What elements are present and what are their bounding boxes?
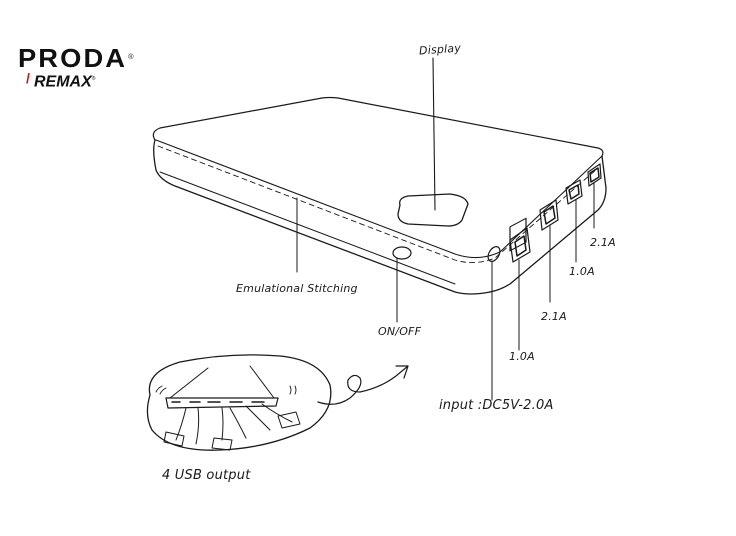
arrow-head-icon	[395, 365, 409, 379]
display-pointer	[432, 57, 436, 211]
logo-remax: /REMAX®	[26, 70, 96, 91]
usb-detail-device-top	[169, 365, 275, 399]
display-screen-icon	[397, 193, 469, 227]
power-bank-top-outline	[152, 96, 604, 157]
power-bank-bottom-right	[489, 155, 607, 293]
label-port-3: 1.0A	[569, 265, 595, 278]
power-bank-bottom-inner	[159, 171, 456, 285]
usb-detail-device-edge	[165, 397, 279, 409]
label-power: ON/OFF	[378, 325, 422, 338]
usb-detail-cables	[175, 403, 293, 445]
usb-detail-bubble	[146, 354, 332, 451]
usb-port-2-icon	[539, 199, 559, 231]
usb-detail-marks	[155, 385, 297, 395]
brand-logo: PRODA® /REMAX®	[18, 45, 138, 91]
label-port-4: 2.1A	[590, 236, 616, 249]
label-port-1: 1.0A	[509, 350, 535, 363]
usb-port-1-icon	[509, 227, 531, 263]
power-bank-left-edge	[153, 139, 491, 295]
label-input: input :DC5V-2.0A	[439, 398, 554, 413]
usb-port-3-icon	[565, 179, 583, 205]
usb-port-1-icon	[509, 217, 527, 252]
usb-detail-plugs	[163, 411, 301, 451]
logo-proda: PRODA®	[18, 43, 136, 73]
power-bank-front-crease	[155, 139, 603, 259]
power-button-icon	[392, 246, 412, 260]
label-port-2: 2.1A	[541, 310, 567, 323]
usb-port-4-icon	[587, 163, 602, 187]
logo-slash-icon: /	[26, 70, 30, 86]
stitching-line	[157, 145, 599, 263]
curly-arrow-icon	[317, 365, 409, 405]
label-usb-outputs: 4 USB output	[162, 468, 251, 483]
micro-usb-port-icon	[487, 246, 501, 262]
label-stitching: Emulational Stitching	[236, 282, 358, 295]
